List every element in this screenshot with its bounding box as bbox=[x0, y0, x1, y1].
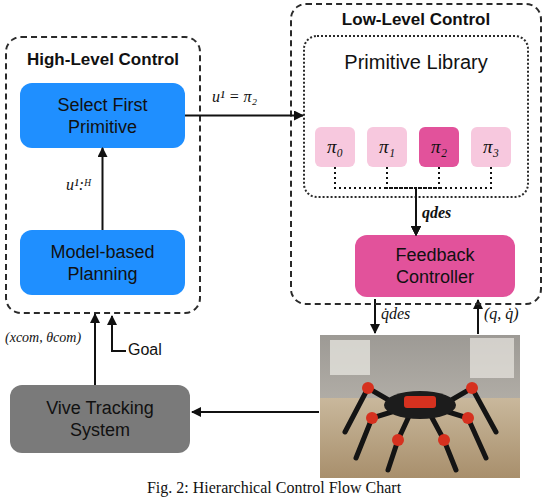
library-title: Primitive Library bbox=[305, 51, 527, 74]
figure-caption: Fig. 2: Hierarchical Control Flow Chart bbox=[0, 479, 548, 497]
goal-label: Goal bbox=[128, 341, 162, 359]
box-label: Select First Primitive bbox=[20, 94, 185, 138]
box-label: Feedback Controller bbox=[355, 244, 515, 288]
sensor-box: Vive Tracking System bbox=[10, 385, 190, 453]
edge-label: (xcom, θcom) bbox=[5, 330, 81, 346]
selected-primitive-box: π₂ bbox=[419, 127, 459, 167]
control-group: High-Level ControlSelect First Primitive… bbox=[5, 36, 201, 314]
box-label: Vive Tracking System bbox=[10, 397, 190, 441]
signal-label: (q, q̇) bbox=[484, 305, 519, 323]
tracking-arrow bbox=[192, 411, 319, 413]
primitive-box: π₀ bbox=[315, 127, 355, 167]
group-title: Low-Level Control bbox=[292, 10, 540, 30]
process-box: Model-based Planning bbox=[20, 230, 185, 295]
group-title: High-Level Control bbox=[7, 50, 199, 70]
edge-label: u¹:ᴴ bbox=[66, 176, 90, 194]
primitive-box: π₁ bbox=[367, 127, 407, 167]
robot-body bbox=[384, 391, 456, 419]
primitive-symbol: π₁ bbox=[379, 136, 395, 158]
robot-plate bbox=[404, 396, 436, 408]
flow-connector bbox=[102, 148, 104, 230]
edge-label: qdes bbox=[422, 204, 451, 222]
flow-connector bbox=[185, 115, 303, 117]
flow-connector bbox=[335, 167, 416, 235]
flow-connector bbox=[416, 167, 439, 235]
flow-connector bbox=[416, 167, 491, 235]
robot-photo bbox=[320, 335, 520, 478]
primitive-symbol: π₃ bbox=[483, 136, 499, 158]
goal-arrow bbox=[112, 316, 126, 351]
control-group: Low-Level ControlPrimitive Library π₀ π₁ π₂… bbox=[290, 3, 542, 305]
photo-wall bbox=[320, 335, 520, 478]
flow-connector bbox=[94, 314, 96, 385]
box-label: Model-based Planning bbox=[20, 241, 185, 285]
signal-label: q̇des bbox=[381, 305, 410, 323]
robot-joints bbox=[362, 382, 478, 446]
photo-window bbox=[470, 338, 514, 378]
state-arrow bbox=[477, 300, 479, 334]
process-box: Select First Primitive bbox=[20, 83, 185, 148]
primitive-symbol: π₂ bbox=[431, 136, 447, 158]
flow-connector bbox=[387, 167, 416, 235]
photo-window bbox=[330, 340, 370, 375]
library-group: Primitive Library π₀ π₁ π₂ π₃ bbox=[303, 35, 529, 198]
primitive-symbol: π₀ bbox=[327, 136, 343, 158]
robot-legs bbox=[345, 388, 496, 470]
controller-box: Feedback Controller bbox=[355, 235, 515, 297]
primitive-box: π₃ bbox=[471, 127, 511, 167]
edge-label: u¹ = π₂ bbox=[212, 88, 257, 106]
